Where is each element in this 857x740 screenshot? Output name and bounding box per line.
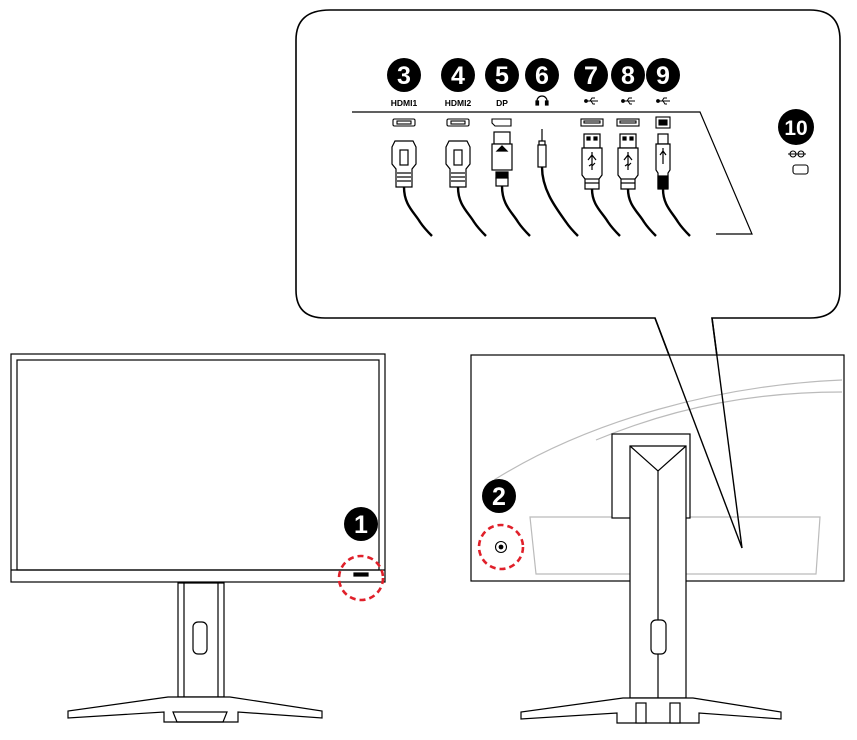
kensington-lock-icon <box>788 150 809 175</box>
dp-port <box>491 118 512 127</box>
callout-7-label: 7 <box>584 62 598 90</box>
back-stand <box>520 445 782 724</box>
hdmi2-connector <box>445 140 487 237</box>
callout-2: 2 <box>482 479 516 513</box>
usb-connector-8 <box>617 133 657 237</box>
audio-connector <box>537 129 579 237</box>
callout-5-label: 5 <box>495 62 509 90</box>
usb-icon <box>584 97 598 105</box>
usb-b-connector <box>655 133 691 237</box>
callout-10: 10 <box>778 109 814 145</box>
hdmi1-port <box>392 118 416 127</box>
callout-4: 4 <box>441 58 475 92</box>
headphone-icon <box>535 95 549 106</box>
front-monitor <box>10 353 386 723</box>
port-panel-outline <box>352 111 753 235</box>
callout-7: 7 <box>574 58 608 92</box>
callout-3-label: 3 <box>397 62 411 90</box>
callout-2-label: 2 <box>492 483 506 511</box>
callout-1: 1 <box>344 507 378 541</box>
callout-pointer <box>654 317 743 549</box>
usb-port-8 <box>616 118 640 127</box>
joystick-button <box>477 523 525 571</box>
callout-8: 8 <box>611 58 645 92</box>
callout-9-label: 9 <box>656 62 670 90</box>
callout-10-label: 10 <box>784 117 807 140</box>
hdmi2-port <box>446 118 470 127</box>
label-hdmi2: HDMI2 <box>445 98 472 108</box>
callout-9: 9 <box>646 58 680 92</box>
dp-connector <box>491 131 531 237</box>
usb-icon <box>656 97 670 105</box>
callout-5: 5 <box>485 58 519 92</box>
callout-4-label: 4 <box>451 62 465 90</box>
callout-1-label: 1 <box>354 511 368 539</box>
label-dp: DP <box>496 98 508 108</box>
usb-b-port <box>655 116 671 129</box>
usb-connector-7 <box>581 133 621 237</box>
front-power-highlight <box>337 554 385 602</box>
usb-icon <box>621 97 635 105</box>
callout-8-label: 8 <box>621 62 635 90</box>
label-hdmi1: HDMI1 <box>391 98 418 108</box>
hdmi1-connector <box>391 140 433 237</box>
callout-3: 3 <box>387 58 421 92</box>
callout-6-label: 6 <box>535 62 549 90</box>
usb-port-7 <box>580 118 604 127</box>
callout-6: 6 <box>525 58 559 92</box>
